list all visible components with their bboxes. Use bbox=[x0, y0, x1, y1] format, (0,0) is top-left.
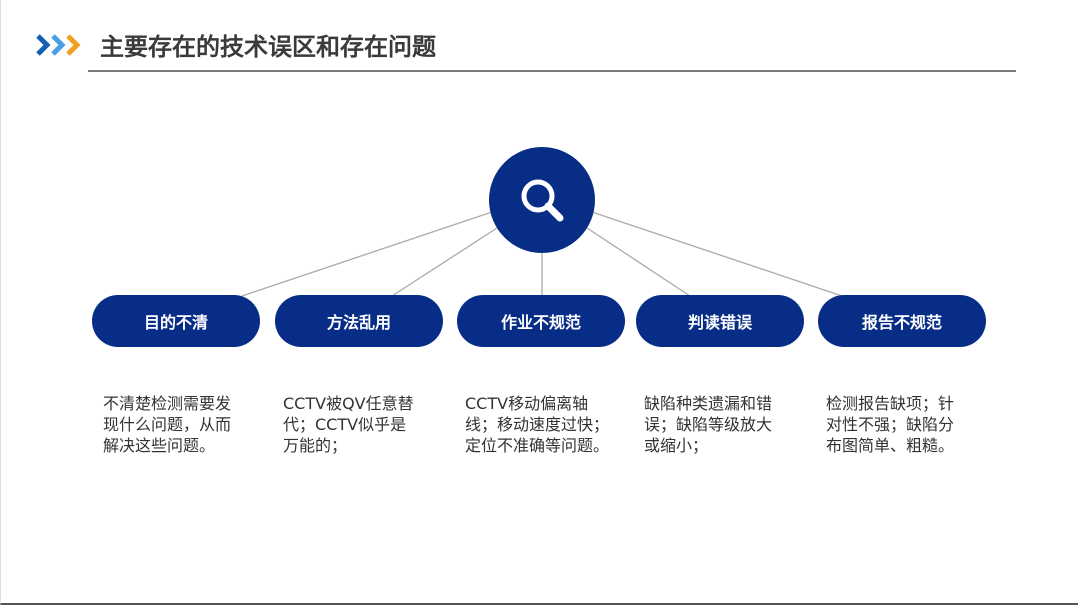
triple-chevron-icon bbox=[36, 34, 81, 56]
page-title: 主要存在的技术误区和存在问题 bbox=[100, 33, 436, 61]
line: 检测报告缺项；针 bbox=[826, 394, 955, 413]
line: 线；移动速度过快； bbox=[465, 415, 610, 434]
line: 解决这些问题。 bbox=[103, 436, 216, 455]
category-pill-1: 目的不清 bbox=[92, 295, 260, 347]
line: 现什么问题，从而 bbox=[103, 415, 232, 434]
category-pill-5: 报告不规范 bbox=[818, 295, 986, 347]
line: 万能的； bbox=[283, 436, 348, 455]
description-3: CCTV移动偏离轴线；移动速度过快； 定位不准确等问题。 bbox=[465, 393, 609, 456]
description-5: 检测报告缺项；针对性不强；缺陷分布图简单、粗糙。 bbox=[826, 393, 954, 456]
description-4: 缺陷种类遗漏和错误；缺陷等级放大或缩小； bbox=[644, 393, 772, 456]
line: 不清楚检测需要发 bbox=[103, 394, 232, 413]
line: 误；缺陷等级放大 bbox=[644, 415, 773, 434]
title-divider bbox=[88, 70, 1016, 72]
line: CCTV移动偏离轴 bbox=[465, 394, 589, 413]
category-pill-3: 作业不规范 bbox=[457, 295, 625, 347]
category-pill-2: 方法乱用 bbox=[275, 295, 443, 347]
search-icon bbox=[521, 179, 564, 222]
line: 或缩小； bbox=[644, 436, 709, 455]
description-1: 不清楚检测需要发现什么问题，从而解决这些问题。 bbox=[103, 393, 231, 456]
search-hub bbox=[489, 147, 595, 253]
line: 定位不准确等问题。 bbox=[465, 436, 610, 455]
line: 布图简单、粗糙。 bbox=[826, 436, 955, 455]
line: CCTV被QV任意替 bbox=[283, 394, 414, 413]
line: 缺陷种类遗漏和错 bbox=[644, 394, 773, 413]
description-2: CCTV被QV任意替代；CCTV似乎是万能的； bbox=[283, 393, 414, 456]
category-pill-4: 判读错误 bbox=[636, 295, 804, 347]
line: 代；CCTV似乎是 bbox=[283, 415, 407, 434]
line: 对性不强；缺陷分 bbox=[826, 415, 955, 434]
